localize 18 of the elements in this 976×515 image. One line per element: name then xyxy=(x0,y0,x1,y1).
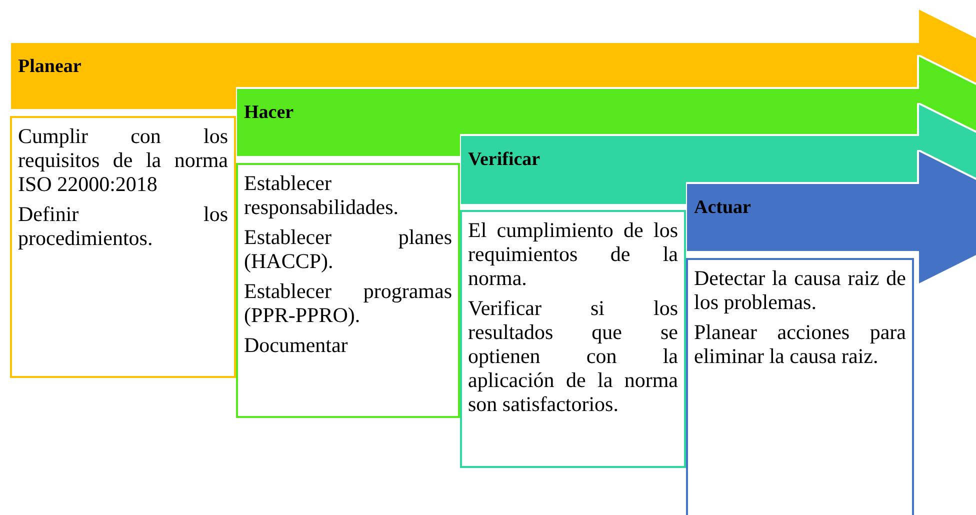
body-text: Planear acciones para eliminar la causa raiz. xyxy=(694,320,906,368)
phase-heading: Verificar xyxy=(468,149,540,171)
phase-heading: Planear xyxy=(18,56,82,78)
body-text: Establecer responsabilidades. xyxy=(244,171,400,219)
body-text: Verificar si los resultados que se optienen con la aplicación de la norma son satisfactorios. xyxy=(468,296,678,416)
body-text: Detectar la causa raiz de los problemas. xyxy=(694,266,906,314)
body-text: El cumplimiento de los requimientos de la norma. xyxy=(468,218,678,290)
body-text: Definir los procedimientos. xyxy=(18,202,228,250)
text-panel xyxy=(686,258,914,515)
phase-heading: Actuar xyxy=(694,197,751,219)
body-text: Establecer programas (PPR-PPRO). xyxy=(244,279,452,327)
text-panel xyxy=(460,210,686,468)
body-text: Documentar xyxy=(244,333,349,357)
body-text: Establecer planes (HACCP). xyxy=(244,225,452,273)
body-text: Cumplir con los requisitos de la norma ISO 22000:2018 xyxy=(18,124,228,196)
phase-heading: Hacer xyxy=(244,102,294,124)
text-panel xyxy=(236,163,460,418)
text-panel xyxy=(10,116,236,378)
